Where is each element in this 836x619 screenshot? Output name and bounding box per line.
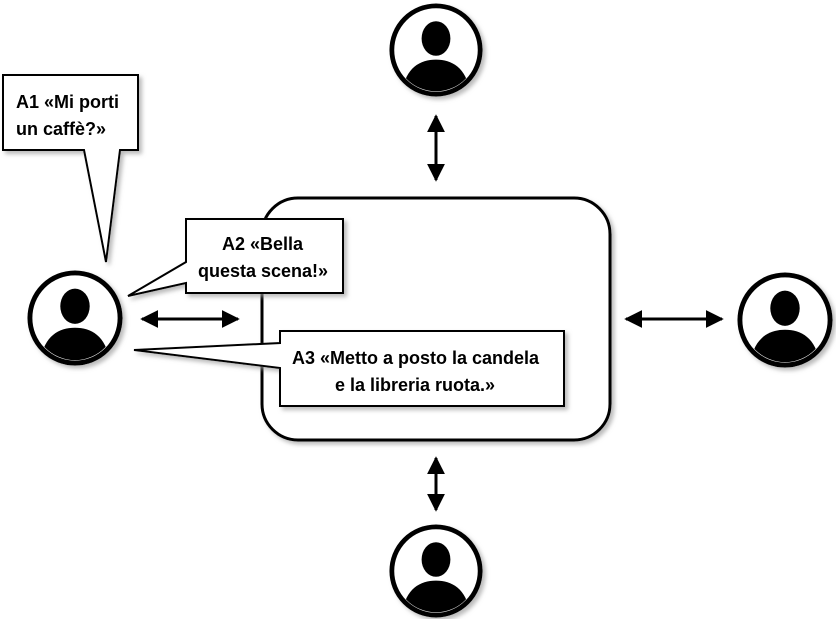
bubble-a1-line1: A1 «Mi porti <box>16 92 119 112</box>
bubble-a1-line2: un caffè?» <box>16 119 106 139</box>
bubble-a3-line2: e la libreria ruota.» <box>335 375 495 395</box>
bubble-a3-line1: A3 «Metto a posto la candela <box>292 348 540 368</box>
speech-bubble-a3 <box>133 330 565 407</box>
bubble-a2-line1: A2 «Bella <box>222 234 304 254</box>
person-icon <box>740 275 830 369</box>
person-icon <box>30 273 120 367</box>
avatar-bottom <box>392 527 480 619</box>
speech-bubble-a1 <box>2 74 139 263</box>
person-icon <box>392 6 480 98</box>
bubble-a2-line2: questa scena!» <box>198 261 328 281</box>
speech-bubble-a2 <box>127 218 344 297</box>
avatar-top <box>392 6 480 98</box>
avatar-left <box>30 273 120 367</box>
person-icon <box>392 527 480 619</box>
avatar-right <box>740 275 830 369</box>
